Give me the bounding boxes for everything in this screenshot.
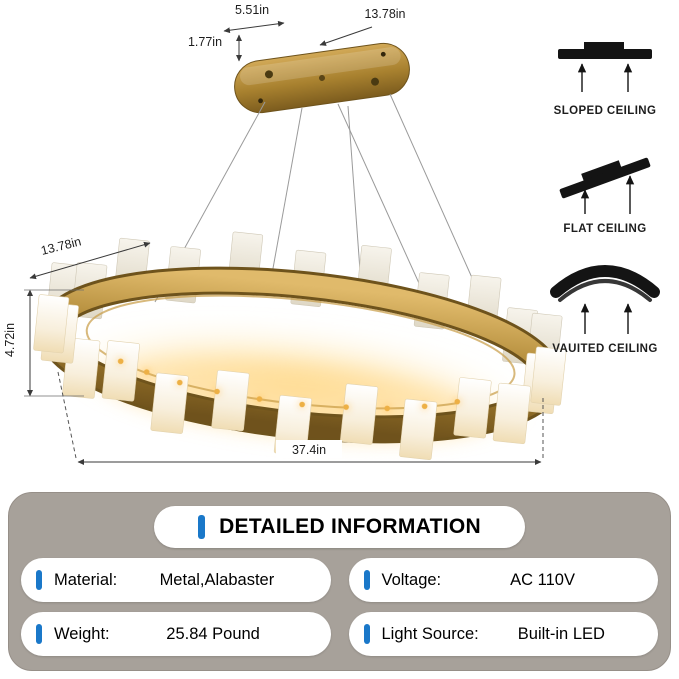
info-item-label: Voltage: [381, 570, 442, 589]
dimension-annotations: 5.51in 13.78in 1.77in 13.78in 4.72in 37.… [3, 3, 544, 465]
ceiling-type-vaulted: VAUITED CEILING [550, 265, 660, 355]
flat-ceiling-icon [559, 157, 651, 199]
chandelier-diagram: 5.51in 13.78in 1.77in 13.78in 4.72in 37.… [3, 3, 660, 465]
ceiling-canopy [234, 42, 410, 114]
info-grid: Material: Metal,Alabaster Voltage: AC 11… [9, 548, 670, 656]
dim-label-fixture-length: 37.4in [292, 443, 326, 457]
vaulted-ceiling-icon [550, 265, 660, 334]
info-item-material: Material: Metal,Alabaster [21, 558, 331, 602]
info-item-weight: Weight: 25.84 Pound [21, 612, 331, 656]
alabaster-tiles-front [33, 294, 567, 460]
info-header: DETAILED INFORMATION [154, 506, 525, 548]
accent-bar [363, 624, 370, 644]
ceiling-type-flat: FLAT CEILING [559, 157, 651, 235]
info-item-label: Light Source: [381, 624, 479, 643]
vaulted-ceiling-label: VAUITED CEILING [552, 343, 657, 355]
info-item-label: Material: [54, 570, 118, 589]
led-lights [117, 358, 461, 412]
accent-bar [36, 570, 42, 590]
sloped-ceiling-icon [558, 42, 652, 92]
info-item-label: Weight: [54, 624, 110, 643]
dim-label-canopy-height: 1.77in [188, 35, 222, 49]
info-title: DETAILED INFORMATION [219, 515, 481, 538]
accent-bar [36, 624, 42, 644]
info-item-value: 25.84 Pound [166, 624, 260, 643]
ceiling-type-sloped: SLOPED CEILING [554, 42, 657, 117]
info-item-value: Built-in LED [517, 624, 605, 643]
flat-ceiling-label: FLAT CEILING [563, 223, 646, 235]
info-item-light-source: Light Source: Built-in LED [348, 612, 658, 656]
detailed-info-panel: DETAILED INFORMATION Material: Metal,Ala… [8, 492, 671, 671]
dim-label-canopy-width: 5.51in [235, 3, 269, 17]
accent-bar [363, 570, 370, 590]
info-item-voltage: Voltage: AC 110V [348, 558, 658, 602]
sloped-ceiling-label: SLOPED CEILING [554, 105, 657, 117]
accent-bar [198, 515, 206, 539]
info-item-value: AC 110V [510, 570, 575, 589]
dim-label-canopy-length: 13.78in [364, 7, 405, 21]
dim-label-fixture-height: 4.72in [3, 323, 17, 357]
info-item-value: Metal,Alabaster [159, 570, 275, 589]
dim-label-fixture-depth: 13.78in [39, 234, 82, 258]
